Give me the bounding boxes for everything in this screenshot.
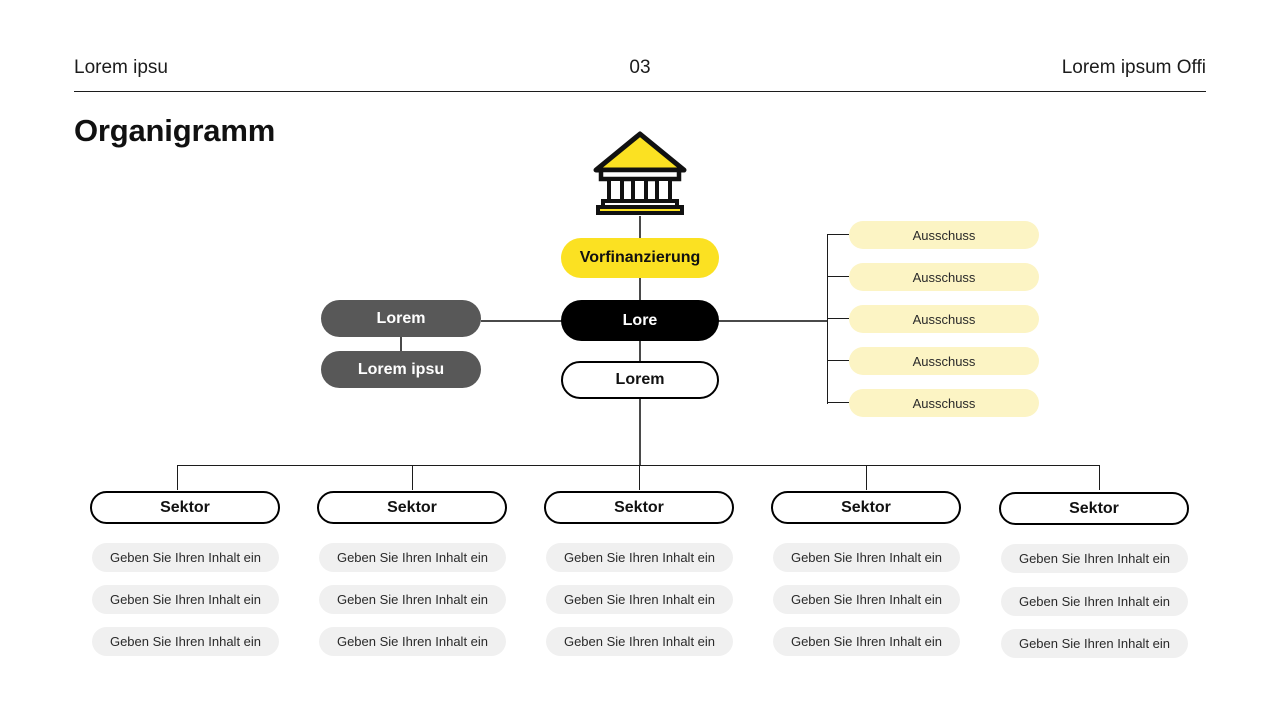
- sector-2-item-3-label: Geben Sie Ihren Inhalt ein: [336, 634, 489, 649]
- header-divider: [74, 91, 1206, 92]
- sector-5-item-3[interactable]: Geben Sie Ihren Inhalt ein: [1001, 629, 1188, 658]
- sector-1-item-3[interactable]: Geben Sie Ihren Inhalt ein: [92, 627, 279, 656]
- sector-4-item-2-label: Geben Sie Ihren Inhalt ein: [790, 592, 943, 607]
- node-lorem-center[interactable]: Lorem: [561, 361, 719, 399]
- right-bracket-stub-4: [827, 360, 849, 362]
- connector-lorem-to-sector-bus: [639, 399, 641, 466]
- sector-header-4[interactable]: Sektor: [771, 491, 961, 524]
- node-left-lorem-ipsu[interactable]: Lorem ipsu: [321, 351, 481, 388]
- sector-4-item-3-label: Geben Sie Ihren Inhalt ein: [790, 634, 943, 649]
- node-ausschuss-3-label: Ausschuss: [912, 311, 976, 327]
- right-bracket-stub-1: [827, 234, 849, 236]
- sector-3-item-3[interactable]: Geben Sie Ihren Inhalt ein: [546, 627, 733, 656]
- node-ausschuss-4[interactable]: Ausschuss: [849, 347, 1039, 375]
- connector-lore-to-right-bracket: [718, 320, 828, 322]
- node-ausschuss-5-label: Ausschuss: [912, 395, 976, 411]
- sector-4-item-1[interactable]: Geben Sie Ihren Inhalt ein: [773, 543, 960, 572]
- sector-1-item-2-label: Geben Sie Ihren Inhalt ein: [109, 592, 262, 607]
- sector-3-item-3-label: Geben Sie Ihren Inhalt ein: [563, 634, 716, 649]
- sector-3-item-1-label: Geben Sie Ihren Inhalt ein: [563, 550, 716, 565]
- sector-2-item-2[interactable]: Geben Sie Ihren Inhalt ein: [319, 585, 506, 614]
- sector-bus-horizontal: [177, 465, 1100, 467]
- node-ausschuss-2[interactable]: Ausschuss: [849, 263, 1039, 291]
- sector-5-item-1[interactable]: Geben Sie Ihren Inhalt ein: [1001, 544, 1188, 573]
- node-lore[interactable]: Lore: [561, 300, 719, 341]
- connector-vorfinanzierung-to-lore: [639, 278, 641, 300]
- sector-drop-1: [177, 465, 179, 490]
- sector-drop-4: [866, 465, 868, 490]
- sector-header-1[interactable]: Sektor: [90, 491, 280, 524]
- page-title: Organigramm: [74, 113, 276, 148]
- sector-header-3[interactable]: Sektor: [544, 491, 734, 524]
- node-ausschuss-3[interactable]: Ausschuss: [849, 305, 1039, 333]
- sector-3-item-1[interactable]: Geben Sie Ihren Inhalt ein: [546, 543, 733, 572]
- sector-4-item-2[interactable]: Geben Sie Ihren Inhalt ein: [773, 585, 960, 614]
- node-left-lorem-ipsu-label: Lorem ipsu: [357, 360, 445, 378]
- sector-header-4-label: Sektor: [841, 498, 891, 516]
- sector-drop-2: [412, 465, 414, 490]
- node-ausschuss-1[interactable]: Ausschuss: [849, 221, 1039, 249]
- sector-2-item-1[interactable]: Geben Sie Ihren Inhalt ein: [319, 543, 506, 572]
- bank-institution-icon: [592, 130, 688, 216]
- sector-1-item-3-label: Geben Sie Ihren Inhalt ein: [109, 634, 262, 649]
- sector-1-item-1[interactable]: Geben Sie Ihren Inhalt ein: [92, 543, 279, 572]
- node-ausschuss-4-label: Ausschuss: [912, 353, 976, 369]
- right-bracket-stub-5: [827, 402, 849, 404]
- sector-4-item-3[interactable]: Geben Sie Ihren Inhalt ein: [773, 627, 960, 656]
- header-page-number: 03: [629, 57, 651, 78]
- header-right-text: Lorem ipsum Offi: [1061, 57, 1206, 78]
- sector-header-2-label: Sektor: [387, 498, 437, 516]
- node-lore-label: Lore: [622, 311, 658, 329]
- sector-drop-3: [639, 465, 641, 490]
- node-vorfinanzierung-label: Vorfinanzierung: [579, 249, 701, 266]
- sector-2-item-3[interactable]: Geben Sie Ihren Inhalt ein: [319, 627, 506, 656]
- sector-2-item-1-label: Geben Sie Ihren Inhalt ein: [336, 550, 489, 565]
- sector-header-3-label: Sektor: [614, 498, 664, 516]
- sector-5-item-2[interactable]: Geben Sie Ihren Inhalt ein: [1001, 587, 1188, 616]
- right-bracket-stub-3: [827, 318, 849, 320]
- sector-5-item-2-label: Geben Sie Ihren Inhalt ein: [1018, 594, 1171, 609]
- right-bracket-stub-2: [827, 276, 849, 278]
- sector-5-item-3-label: Geben Sie Ihren Inhalt ein: [1018, 636, 1171, 651]
- node-ausschuss-2-label: Ausschuss: [912, 269, 976, 285]
- sector-3-item-2-label: Geben Sie Ihren Inhalt ein: [563, 592, 716, 607]
- connector-left-branch-inner: [400, 334, 402, 354]
- sector-1-item-1-label: Geben Sie Ihren Inhalt ein: [109, 550, 262, 565]
- node-ausschuss-1-label: Ausschuss: [912, 227, 976, 243]
- sector-header-5-label: Sektor: [1069, 499, 1119, 517]
- node-ausschuss-5[interactable]: Ausschuss: [849, 389, 1039, 417]
- node-lorem-center-label: Lorem: [615, 371, 665, 388]
- connector-lore-to-lorem: [639, 341, 641, 361]
- node-vorfinanzierung[interactable]: Vorfinanzierung: [561, 238, 719, 278]
- sector-header-1-label: Sektor: [160, 498, 210, 516]
- sector-drop-5: [1099, 465, 1101, 490]
- sector-header-5[interactable]: Sektor: [999, 492, 1189, 525]
- sector-header-2[interactable]: Sektor: [317, 491, 507, 524]
- node-left-lorem[interactable]: Lorem: [321, 300, 481, 337]
- sector-3-item-2[interactable]: Geben Sie Ihren Inhalt ein: [546, 585, 733, 614]
- right-bracket-spine: [827, 235, 829, 404]
- sector-2-item-2-label: Geben Sie Ihren Inhalt ein: [336, 592, 489, 607]
- header-left-text: Lorem ipsu: [74, 57, 168, 78]
- node-left-lorem-label: Lorem: [376, 309, 426, 327]
- sector-5-item-1-label: Geben Sie Ihren Inhalt ein: [1018, 551, 1171, 566]
- sector-4-item-1-label: Geben Sie Ihren Inhalt ein: [790, 550, 943, 565]
- connector-lore-to-left-branch: [481, 320, 563, 322]
- sector-1-item-2[interactable]: Geben Sie Ihren Inhalt ein: [92, 585, 279, 614]
- connector-icon-to-vorfinanzierung: [639, 216, 641, 238]
